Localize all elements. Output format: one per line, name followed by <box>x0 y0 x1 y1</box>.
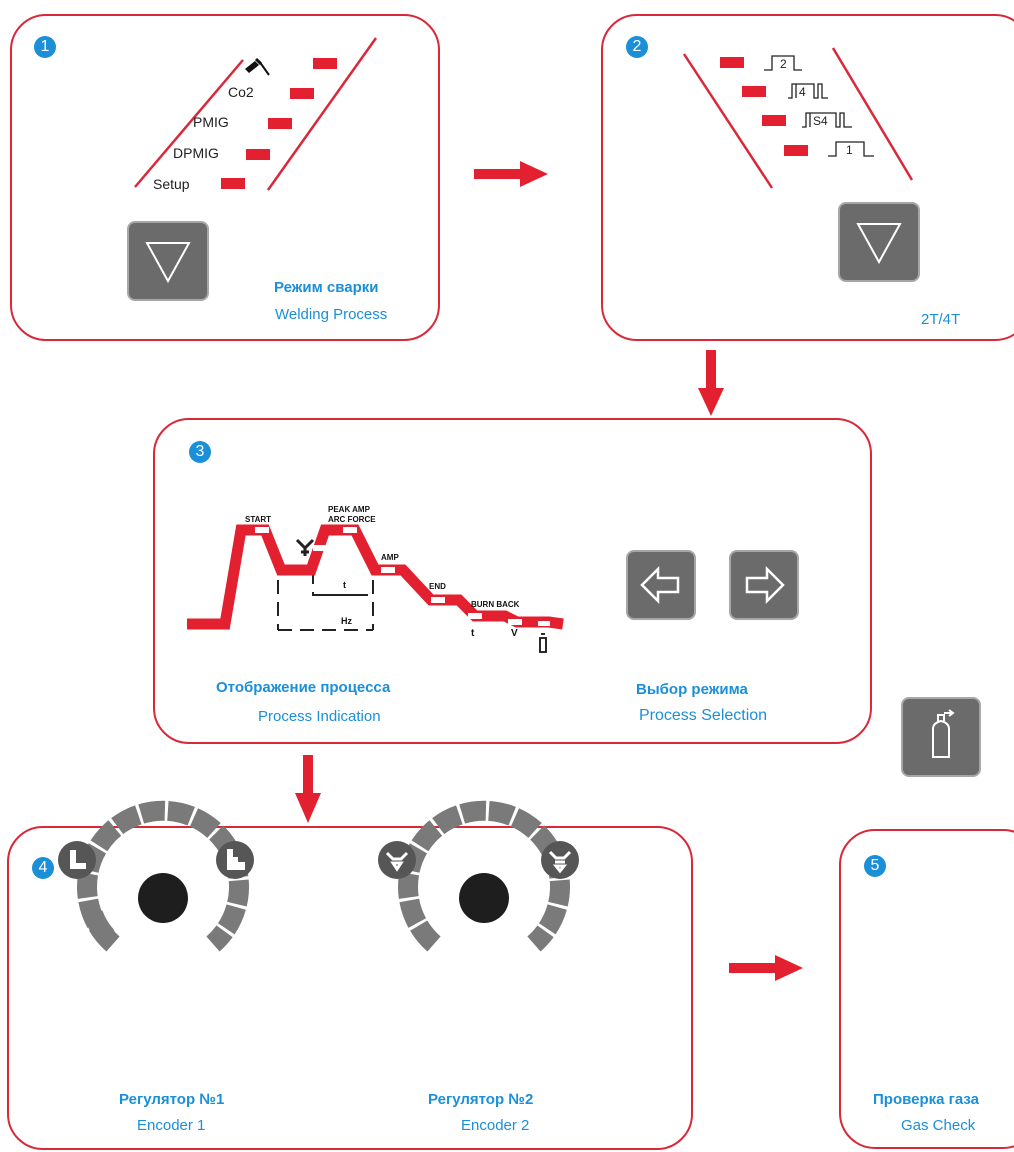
encoder-2-cap <box>459 873 509 923</box>
svg-text:ARC FORCE: ARC FORCE <box>328 515 376 524</box>
arc-length-max-icon <box>216 841 254 879</box>
right-arrow-icon <box>745 565 785 605</box>
indicator-peak <box>343 527 357 533</box>
led-setup <box>221 178 245 189</box>
trigger-mode-caption: 2T/4T <box>921 311 961 328</box>
encoder-1-title-ru: Регулятор №1 <box>119 1091 225 1108</box>
svg-text:Hz: Hz <box>341 616 352 626</box>
indicator-torch <box>313 545 327 551</box>
left-arrow-icon <box>640 565 680 605</box>
indicator-burn-t <box>468 613 482 619</box>
trigger-4t-pulse: 4 <box>788 83 828 99</box>
trigger-4t-label: 4 <box>799 85 806 99</box>
encoder-2-title-en: Encoder 2 <box>461 1117 530 1134</box>
led-trigger-2t <box>720 57 744 68</box>
svg-text:AMP: AMP <box>381 553 399 562</box>
svg-text:t: t <box>471 628 475 639</box>
panel-4-number: 4 <box>32 857 54 879</box>
encoder-2-title-ru: Регулятор №2 <box>428 1091 534 1108</box>
arc-length-icon <box>58 841 96 879</box>
encoder-1-knob[interactable] <box>73 794 253 974</box>
indicator-gas <box>538 621 550 626</box>
led-dpmig <box>246 149 270 160</box>
trigger-s4t-pulse: S4 <box>802 112 852 128</box>
led-trigger-s4t <box>762 115 786 126</box>
svg-text:PEAK AMP: PEAK AMP <box>328 505 371 514</box>
svg-text:V: V <box>511 628 518 639</box>
indicator-end <box>431 597 445 603</box>
process-selection-title-en: Process Selection <box>639 707 768 724</box>
panel-5-number: 5 <box>864 855 886 877</box>
wire-feed-icon <box>378 841 416 879</box>
panel-3-number: 3 <box>189 441 211 463</box>
led-co2 <box>290 88 314 99</box>
process-indication-title-en: Process Indication <box>258 708 381 725</box>
down-triangle-icon <box>145 242 191 284</box>
flow-arrow-right-1 <box>474 161 548 187</box>
led-trigger-4t <box>742 86 766 97</box>
process-selection-title-ru: Выбор режима <box>636 681 748 698</box>
process-indication-title-ru: Отображение процесса <box>216 679 391 696</box>
mode-label-setup: Setup <box>153 176 190 192</box>
panel-gas-check <box>839 829 1014 1149</box>
led-trigger-1 <box>784 145 808 156</box>
led-pmig <box>268 118 292 129</box>
svg-text:START: START <box>245 515 271 524</box>
encoder-2-knob[interactable] <box>394 794 574 974</box>
trigger-1-label: 1 <box>846 143 853 157</box>
gas-cylinder-icon <box>932 709 955 758</box>
mode-label-dpmig: DPMIG <box>173 145 219 161</box>
indicator-burn-v <box>508 619 522 625</box>
indicator-amp <box>381 567 395 573</box>
welding-torch-icon <box>243 55 273 79</box>
panel-encoders <box>7 826 693 1150</box>
trigger-2t-pulse: 2 <box>764 55 802 71</box>
trigger-mode-button[interactable] <box>838 202 920 282</box>
flow-arrow-down-2 <box>295 755 321 823</box>
welding-process-title-ru: Режим сварки <box>274 279 379 296</box>
process-curve-diagram: START PEAK AMP ARC FORCE AMP END BURN BA… <box>187 505 564 653</box>
process-prev-button[interactable] <box>626 550 696 620</box>
trigger-s4t-label: S4 <box>813 114 828 128</box>
svg-text:BURN BACK: BURN BACK <box>471 600 520 609</box>
flow-arrow-down-1 <box>698 350 724 416</box>
led-torch <box>313 58 337 69</box>
gas-bottle-small-icon <box>539 633 547 653</box>
encoder-1-cap <box>138 873 188 923</box>
panel-1-number: 1 <box>34 36 56 58</box>
down-triangle-icon <box>856 223 902 265</box>
welding-process-title-en: Welding Process <box>275 306 388 323</box>
torch-symbol-icon <box>295 538 315 556</box>
mode-label-pmig: PMIG <box>193 114 229 130</box>
panel-2-number: 2 <box>626 36 648 58</box>
mode-label-co2: Co2 <box>228 84 254 100</box>
indicator-start <box>255 527 269 533</box>
welding-process-button[interactable] <box>127 221 209 301</box>
svg-text:END: END <box>429 582 446 591</box>
trigger-2t-label: 2 <box>780 57 787 71</box>
flow-arrow-right-2 <box>729 955 803 981</box>
panel-trigger-mode <box>601 14 1014 341</box>
wire-feed-max-icon <box>541 841 579 879</box>
encoder-1-title-en: Encoder 1 <box>137 1117 206 1134</box>
process-next-button[interactable] <box>729 550 799 620</box>
gas-check-title-ru: Проверка газа <box>873 1091 980 1108</box>
gas-check-title-en: Gas Check <box>901 1117 976 1134</box>
gas-check-button[interactable] <box>901 697 981 777</box>
trigger-1-pulse: 1 <box>828 141 874 157</box>
svg-text:t: t <box>343 580 346 590</box>
